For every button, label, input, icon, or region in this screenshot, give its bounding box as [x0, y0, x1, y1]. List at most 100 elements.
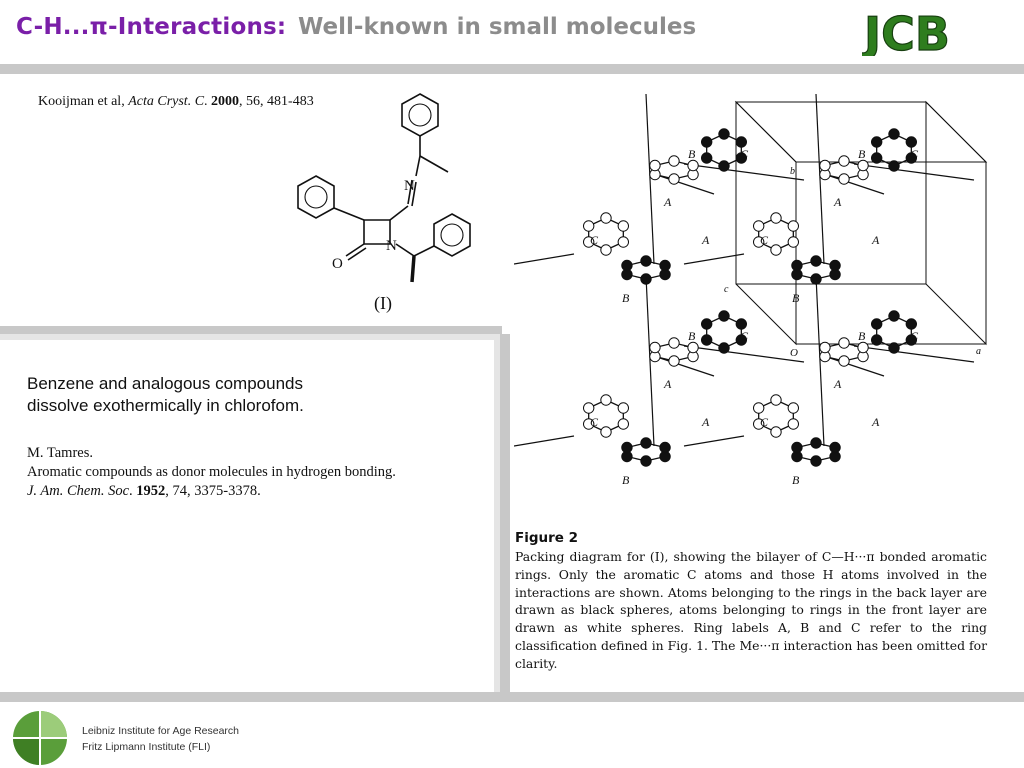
citation-year: 2000: [211, 94, 240, 109]
ring-label: B: [688, 329, 696, 343]
ring-b-back-atom: [810, 255, 822, 267]
ring-b-back-atom: [621, 441, 633, 454]
ring-label: B: [858, 329, 866, 343]
ring-label: C: [740, 329, 749, 343]
ring-c-back-atom: [735, 318, 748, 330]
ring-label: A: [701, 415, 710, 429]
phenyl-ring-right: [433, 213, 471, 257]
ring-a-front-atom: [600, 212, 612, 224]
ring-b-back-atom: [810, 455, 822, 467]
ring-a-front-atom: [582, 418, 595, 430]
ring-b-back-atom: [810, 437, 822, 449]
ring-c-back-atom: [905, 152, 918, 164]
ring-c-back-atom: [870, 152, 883, 164]
axis-label-b: b: [790, 166, 795, 177]
citation-sep: .: [204, 94, 212, 109]
ring-b-front-atom: [819, 159, 831, 172]
ring-b-back-atom: [640, 273, 652, 285]
bond-link: [514, 253, 575, 265]
citation-journal: Acta Cryst. C: [128, 94, 205, 109]
figure-caption: Figure 2 Packing diagram for (I), showin…: [515, 528, 987, 673]
ring-b-front-atom: [649, 341, 661, 354]
ring-a-front-atom: [770, 394, 782, 406]
ring-label: B: [858, 147, 866, 161]
ring-label: A: [833, 195, 842, 209]
reference-year: 1952: [136, 483, 166, 499]
ring-c-back-atom: [718, 342, 730, 354]
ring-label: C: [760, 233, 769, 247]
panel-border-right: [494, 340, 500, 692]
fli-logo: [13, 711, 67, 765]
panel-frame-right: [500, 334, 510, 696]
footer-institute: Leibniz Institute for Age Research Fritz…: [82, 723, 239, 755]
ring-b-front-atom: [687, 159, 699, 172]
bond-link: [683, 253, 745, 265]
ring-c-back-atom: [870, 318, 883, 330]
ring-a-front-atom: [787, 418, 800, 430]
slide-title: C-H...π-Interactions:: [16, 14, 287, 40]
bond-link: [823, 173, 885, 195]
ring-b-front-atom: [838, 355, 850, 367]
reference-details: , 74, 3375-3378.: [165, 483, 261, 499]
reference-source: J. Am. Chem. Soc. 1952, 74, 3375-3378.: [27, 482, 487, 501]
ring-b-back-atom: [791, 259, 803, 272]
title-bar: C-H...π-Interactions: Well-known in smal…: [0, 0, 1024, 64]
ring-label: B: [792, 473, 800, 487]
ring-c-back-atom: [735, 136, 748, 148]
bond-link: [653, 173, 715, 195]
ring-a-front-atom: [617, 220, 630, 232]
figure-label: Figure 2: [515, 530, 579, 546]
panel-border-top: [0, 334, 500, 340]
ring-a-front-atom: [770, 244, 782, 256]
bond-chain: [815, 275, 825, 447]
ring-label: C: [760, 415, 769, 429]
ring-b-front-atom: [857, 341, 869, 354]
jcb-logo-text: JCB: [862, 7, 950, 56]
ring-c-back-atom: [718, 160, 730, 172]
citation-authors: Kooijman et al,: [38, 94, 129, 109]
ring-b-back-atom: [640, 437, 652, 449]
panel-statement: Benzene and analogous compounds dissolve…: [27, 373, 467, 417]
ring-c-back-atom: [700, 152, 713, 164]
jcb-logo: JCB: [862, 6, 951, 56]
ring-b-back-atom: [621, 259, 633, 272]
aromatic-circle: [440, 223, 464, 247]
ring-c-back-atom: [718, 310, 730, 322]
bond-link: [853, 163, 975, 181]
bond-link: [683, 163, 805, 181]
atom-n-imine: N: [404, 178, 415, 194]
ring-label: C: [910, 147, 919, 161]
ring-c-back-atom: [905, 334, 918, 346]
statement-line-2: dissolve exothermically in chlorofom.: [27, 396, 304, 415]
ring-c-back-atom: [735, 334, 748, 346]
ring-b-back-atom: [659, 441, 671, 454]
ring-b-back-atom: [829, 441, 841, 454]
footer-line-2: Fritz Lipmann Institute (FLI): [82, 741, 211, 753]
bond-link: [514, 435, 575, 447]
ring-label: C: [740, 147, 749, 161]
slide-subtitle: Well-known in small molecules: [298, 14, 697, 40]
citation-details: , 56, 481-483: [239, 94, 314, 109]
ring-a-front-atom: [582, 402, 595, 414]
footer-line-1: Leibniz Institute for Age Research: [82, 725, 240, 737]
ring-label: A: [871, 233, 880, 247]
bond-link: [823, 355, 885, 377]
ring-label: C: [910, 329, 919, 343]
ring-c-back-atom: [905, 318, 918, 330]
molecule-label: (I): [374, 293, 392, 313]
ring-a-front-atom: [752, 220, 765, 232]
bond-network: [514, 93, 975, 447]
citation: Kooijman et al, Acta Cryst. C. 2000, 56,…: [38, 94, 314, 110]
ring-b-back-atom: [791, 441, 803, 454]
ring-label: A: [663, 377, 672, 391]
panel-frame-top: [0, 326, 502, 334]
ring-a-front-atom: [770, 426, 782, 438]
ring-b-back-atom: [640, 255, 652, 267]
bond-link: [683, 345, 805, 363]
reference-title: Aromatic compounds as donor molecules in…: [27, 464, 396, 480]
ring-c-back-atom: [735, 152, 748, 164]
ring-c-back-atom: [888, 310, 900, 322]
lactam-ring: [363, 219, 391, 245]
ring-c-back-atom: [888, 342, 900, 354]
phenyl-ring-top: [401, 93, 439, 137]
